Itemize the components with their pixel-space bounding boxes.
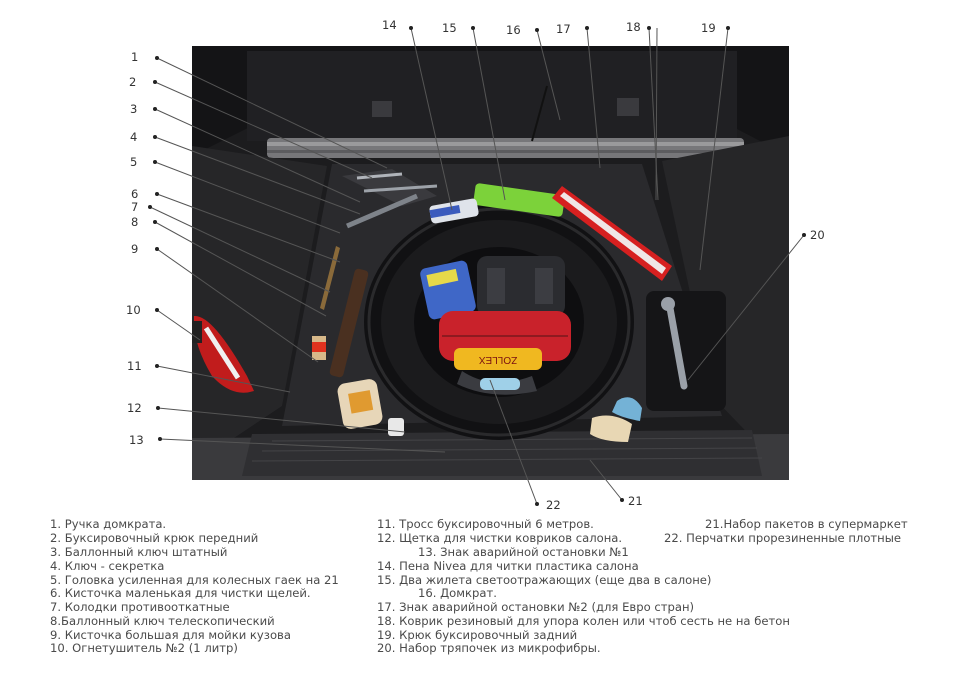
legend-item: 10. Огнетушитель №2 (1 литр) <box>50 641 238 655</box>
legend-item: 5. Головка усиленная для колесных гаек н… <box>50 573 339 587</box>
callout-6: 6 <box>131 187 139 201</box>
callout-18: 18 <box>626 20 641 34</box>
legend-item: 19. Крюк буксировочный задний <box>377 628 578 642</box>
callout-10: 10 <box>126 303 141 317</box>
legend-item: 13. Знак аварийной остановки №1 <box>418 545 629 559</box>
callout-20: 20 <box>810 228 825 242</box>
legend-item: 20. Набор тряпочек из микрофибры. <box>377 641 601 655</box>
legend-item: 21.Набор пакетов в супермаркет <box>705 517 908 531</box>
legend-item: 16. Домкрат. <box>418 586 497 600</box>
callout-19: 19 <box>701 21 716 35</box>
callout-14: 14 <box>382 18 397 32</box>
callout-12: 12 <box>127 401 142 415</box>
legend-item: 18. Коврик резиновый для упора колен или… <box>377 614 790 628</box>
callout-9: 9 <box>131 242 139 256</box>
callout-8: 8 <box>131 215 139 229</box>
legend-item: 7. Колодки противооткатные <box>50 600 230 614</box>
legend-item: 4. Ключ - секретка <box>50 559 165 573</box>
legend-item: 6. Кисточка маленькая для чистки щелей. <box>50 586 311 600</box>
callout-15: 15 <box>442 21 457 35</box>
callout-11: 11 <box>127 359 142 373</box>
callout-5: 5 <box>130 155 138 169</box>
legend-item: 17. Знак аварийной остановки №2 (для Евр… <box>377 600 695 614</box>
callout-13: 13 <box>129 433 144 447</box>
legend-item: 11. Тросс буксировочный 6 метров. <box>377 517 594 531</box>
callout-2: 2 <box>129 75 137 89</box>
callout-16: 16 <box>506 23 521 37</box>
callout-1: 1 <box>131 50 139 64</box>
bag-label: ZOLLEX <box>479 354 518 365</box>
legend-item: 12. Щетка для чистки ковриков салона. <box>377 531 623 545</box>
legend-item: 1. Ручка домкрата. <box>50 517 167 531</box>
legend-item: 15. Два жилета светоотражающих (еще два … <box>377 573 712 587</box>
callout-4: 4 <box>130 130 138 144</box>
legend-item: 2. Буксировочный крюк передний <box>50 531 259 545</box>
callout-21: 21 <box>628 494 643 508</box>
legend-item: 9. Кисточка большая для мойки кузова <box>50 628 291 642</box>
callout-7: 7 <box>131 200 139 214</box>
callout-22: 22 <box>546 498 561 512</box>
callout-17: 17 <box>556 22 571 36</box>
legend-item: 14. Пена Nivea для читки пластика салона <box>377 559 639 573</box>
legend-item: 3. Баллонный ключ штатный <box>50 545 228 559</box>
callout-3: 3 <box>130 102 138 116</box>
legend-item: 8.Баллонный ключ телескопический <box>50 614 275 628</box>
legend-item: 22. Перчатки прорезиненные плотные <box>664 531 902 545</box>
trunk-photo: ZOLLEX <box>192 46 789 480</box>
